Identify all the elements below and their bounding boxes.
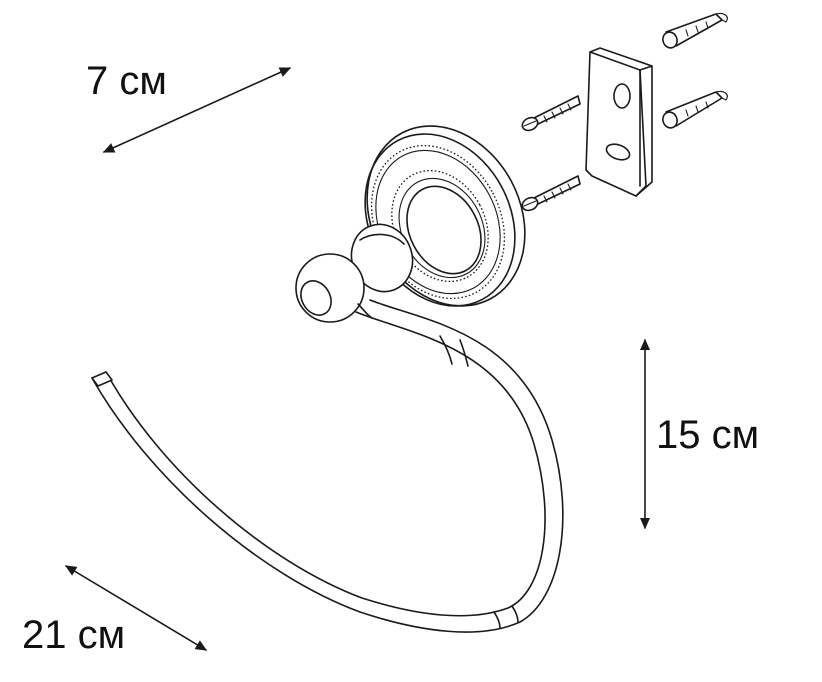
- depth-dimension-label: 7 см: [86, 59, 167, 103]
- mounting-bracket-icon: [585, 47, 653, 197]
- height-dimension: 15 см: [639, 338, 759, 530]
- wall-flange-icon: [364, 125, 526, 307]
- width-dimension: 21 см: [22, 565, 208, 657]
- height-dimension-label: 15 см: [656, 413, 759, 457]
- wall-plug-lower: [662, 90, 728, 129]
- depth-dimension: 7 см: [86, 59, 292, 153]
- screw-icon: [521, 95, 581, 212]
- towel-ring-icon: [91, 299, 564, 633]
- width-dimension-arrow-icon: [64, 565, 208, 651]
- width-dimension-label: 21 см: [22, 613, 125, 657]
- wall-plug-icon: [662, 12, 728, 129]
- screw-upper: [521, 95, 581, 132]
- ring-arm-icon: [295, 223, 414, 323]
- screw-lower: [521, 175, 581, 212]
- depth-dimension-arrow-icon: [102, 67, 292, 153]
- wall-plug-upper: [662, 12, 728, 49]
